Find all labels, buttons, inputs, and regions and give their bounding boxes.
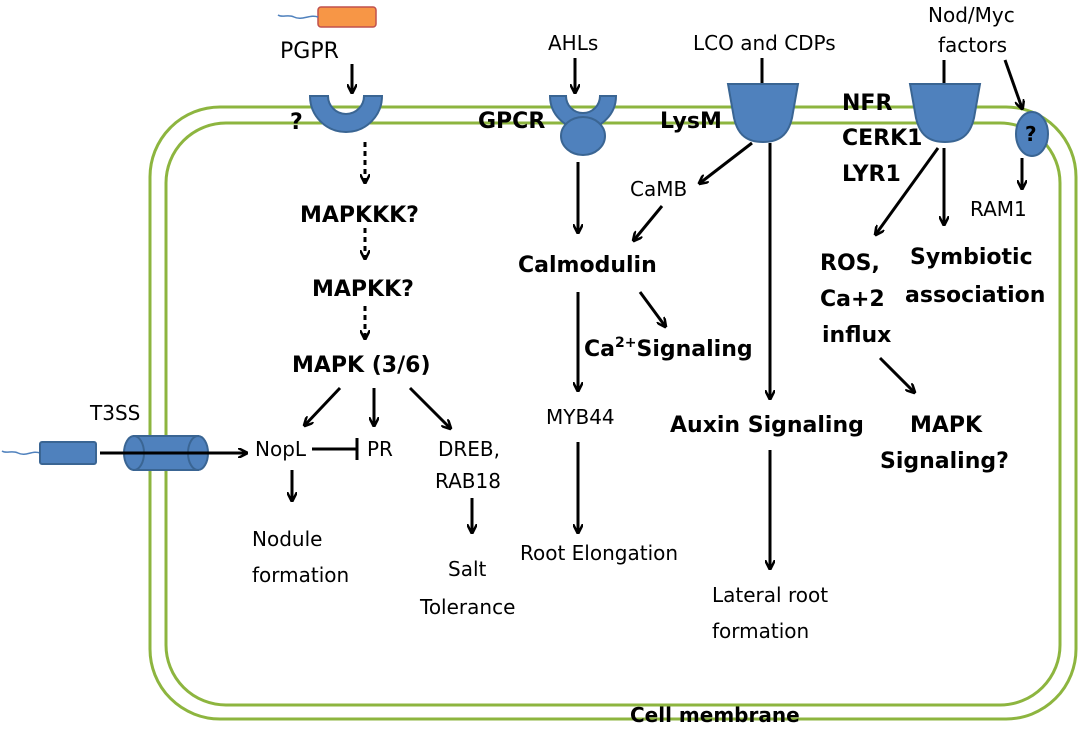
mapkkk-label: MAPKKK? xyxy=(300,203,419,228)
ca2-label: Ca+2 xyxy=(820,287,885,312)
t3ss-bacterium-icon xyxy=(39,441,97,465)
nopl-label: NopL xyxy=(255,437,307,461)
auxin-signaling-label: Auxin Signaling xyxy=(670,413,864,438)
ca-signaling-label: Ca2+Signaling xyxy=(584,335,753,362)
lysm-to-camb-arrow xyxy=(700,141,753,183)
nfr-to-ros-arrow xyxy=(876,147,940,234)
nfr-receptor-icon xyxy=(908,83,982,144)
myb44-label: MYB44 xyxy=(546,405,615,429)
nfr-label: NFR xyxy=(842,91,892,116)
nodmyc-label-1: Nod/Myc xyxy=(928,3,1015,27)
t3ss-flagellum-icon xyxy=(1,450,41,456)
lyr1-label: LYR1 xyxy=(842,162,901,187)
pr-label: PR xyxy=(367,437,393,461)
lateral-label-1: Lateral root xyxy=(712,583,828,607)
lysm-label: LysM xyxy=(660,109,722,134)
camb-label: CaMB xyxy=(630,177,687,201)
cell-membrane-label: Cell membrane xyxy=(630,703,800,727)
unknown-receptor-label: ? xyxy=(290,110,303,135)
camb-to-calmodulin-arrow xyxy=(634,205,664,240)
influx-to-mapk-arrow xyxy=(878,356,914,392)
mapk-to-dreb-arrow xyxy=(408,386,450,428)
nodmyc-label-2: factors xyxy=(938,33,1007,57)
nodmyc-to-oval-arrow xyxy=(1003,59,1022,108)
pgpr-bacterium-icon xyxy=(317,6,377,28)
ahls-label: AHLs xyxy=(548,31,598,55)
unknown-receptor-oval-icon xyxy=(1015,111,1049,157)
calmodulin-label: Calmodulin xyxy=(518,253,657,278)
salt-label-1: Salt xyxy=(448,557,487,581)
ros-label: ROS, xyxy=(820,251,880,276)
cell-membrane-inner xyxy=(164,121,1062,707)
nodule-label-2: formation xyxy=(252,563,349,587)
ram1-label: RAM1 xyxy=(970,197,1027,221)
mapk-to-nopl-arrow xyxy=(305,386,342,425)
dreb-label: DREB, xyxy=(438,437,500,461)
lco-label: LCO and CDPs xyxy=(693,31,836,55)
lysm-receptor-icon xyxy=(726,83,800,144)
mapk-signaling-label-2: Signaling? xyxy=(880,449,1009,474)
pgpr-label: PGPR xyxy=(280,39,339,64)
calmodulin-to-ca-arrow xyxy=(638,291,665,326)
lateral-label-2: formation xyxy=(712,619,809,643)
mapkk-label: MAPKK? xyxy=(312,277,414,302)
mapk-signaling-label-1: MAPK xyxy=(910,413,983,438)
pgpr-receptor-icon xyxy=(308,95,384,133)
influx-label: influx xyxy=(822,323,891,348)
symbiotic-label-1: Symbiotic xyxy=(910,245,1033,270)
cerk1-label: CERK1 xyxy=(842,126,922,151)
gpcr-receptor-icon xyxy=(548,95,618,130)
t3ss-label: T3SS xyxy=(89,401,140,425)
gpcr-body-icon xyxy=(560,116,606,156)
gpcr-label: GPCR xyxy=(478,109,545,134)
salt-label-2: Tolerance xyxy=(419,595,515,619)
nodule-label-1: Nodule xyxy=(252,527,322,551)
root-elongation-label: Root Elongation xyxy=(520,541,678,565)
mapk36-label: MAPK (3/6) xyxy=(292,353,431,378)
oval-question-label: ? xyxy=(1025,122,1037,146)
pgpr-flagellum-icon xyxy=(277,14,319,20)
rab18-label: RAB18 xyxy=(435,469,501,493)
symbiotic-label-2: association xyxy=(905,283,1045,308)
